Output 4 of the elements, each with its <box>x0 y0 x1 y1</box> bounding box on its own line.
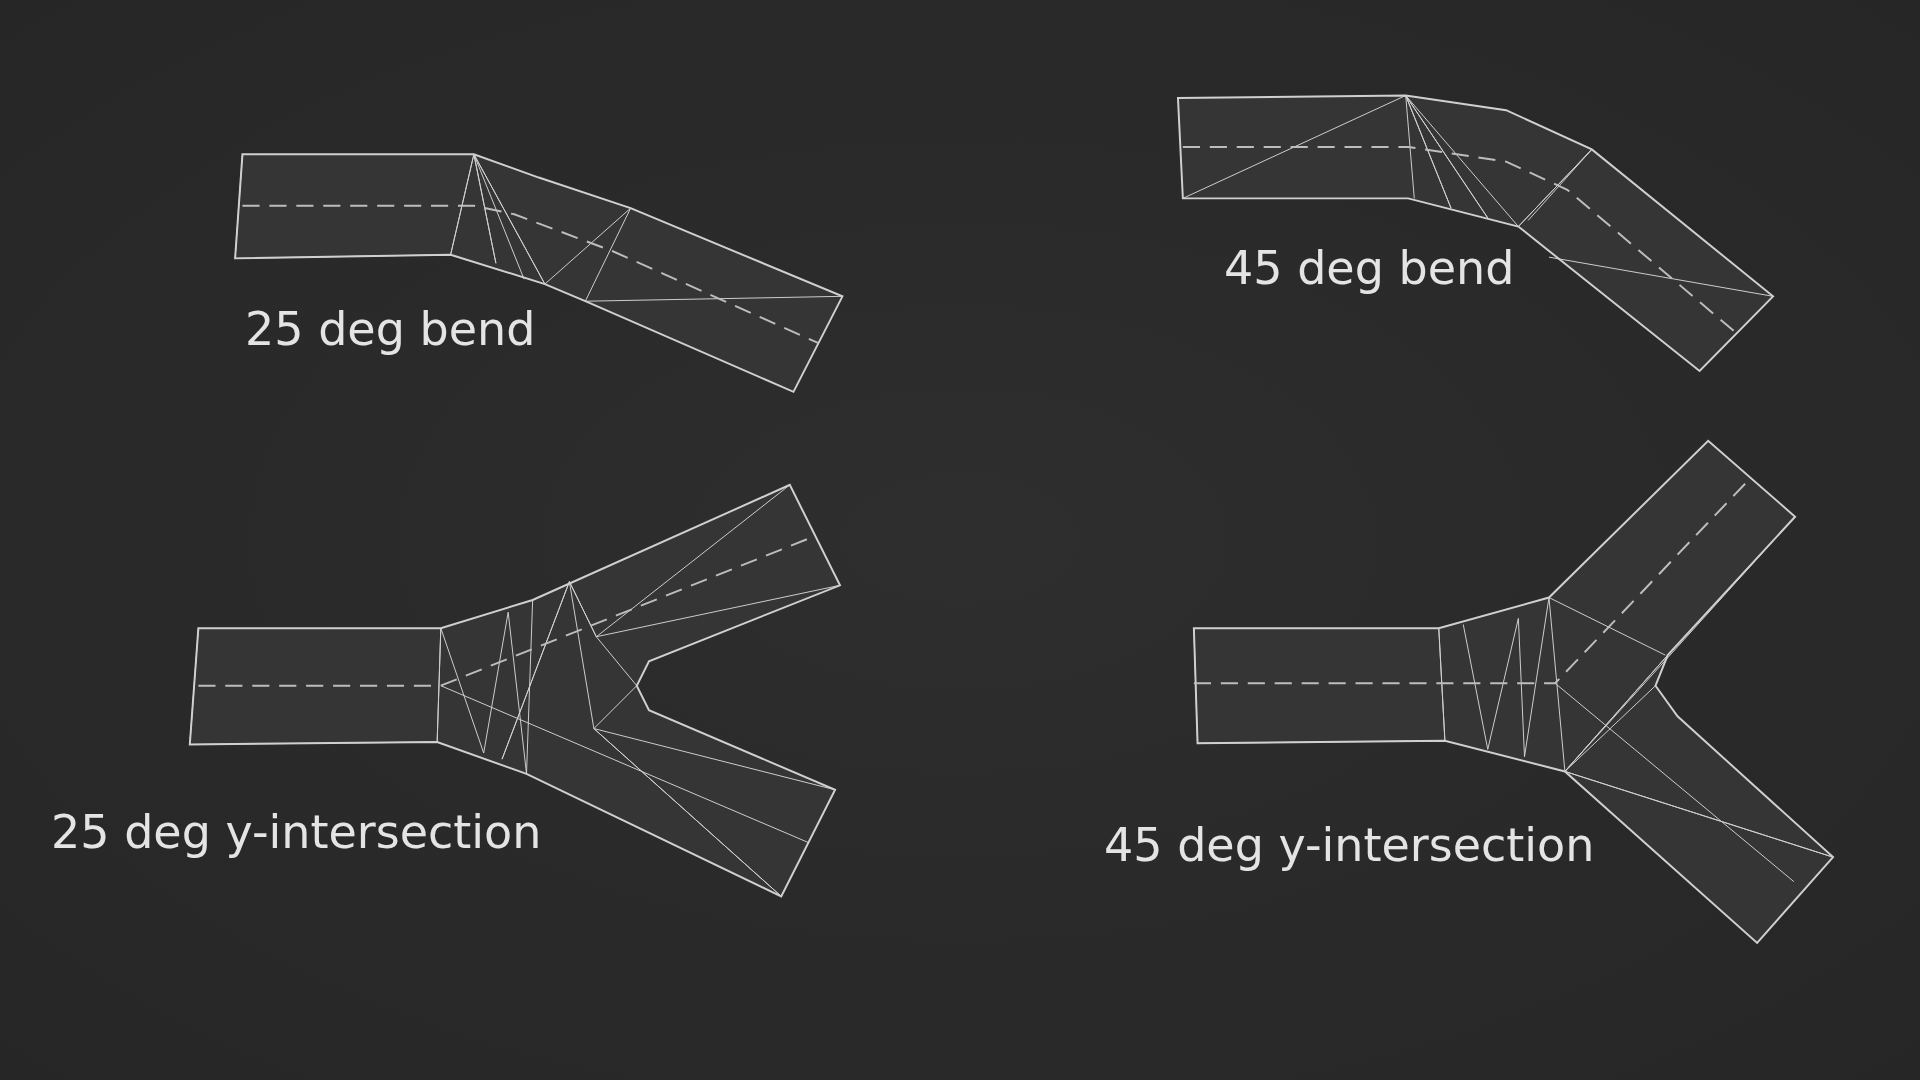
drawing-caption: 45 deg y-intersection <box>1104 820 1595 871</box>
drawing-caption: 25 deg y-intersection <box>51 807 542 858</box>
drawing-caption: 45 deg bend <box>1224 243 1515 294</box>
drawing-caption: 25 deg bend <box>245 304 536 355</box>
